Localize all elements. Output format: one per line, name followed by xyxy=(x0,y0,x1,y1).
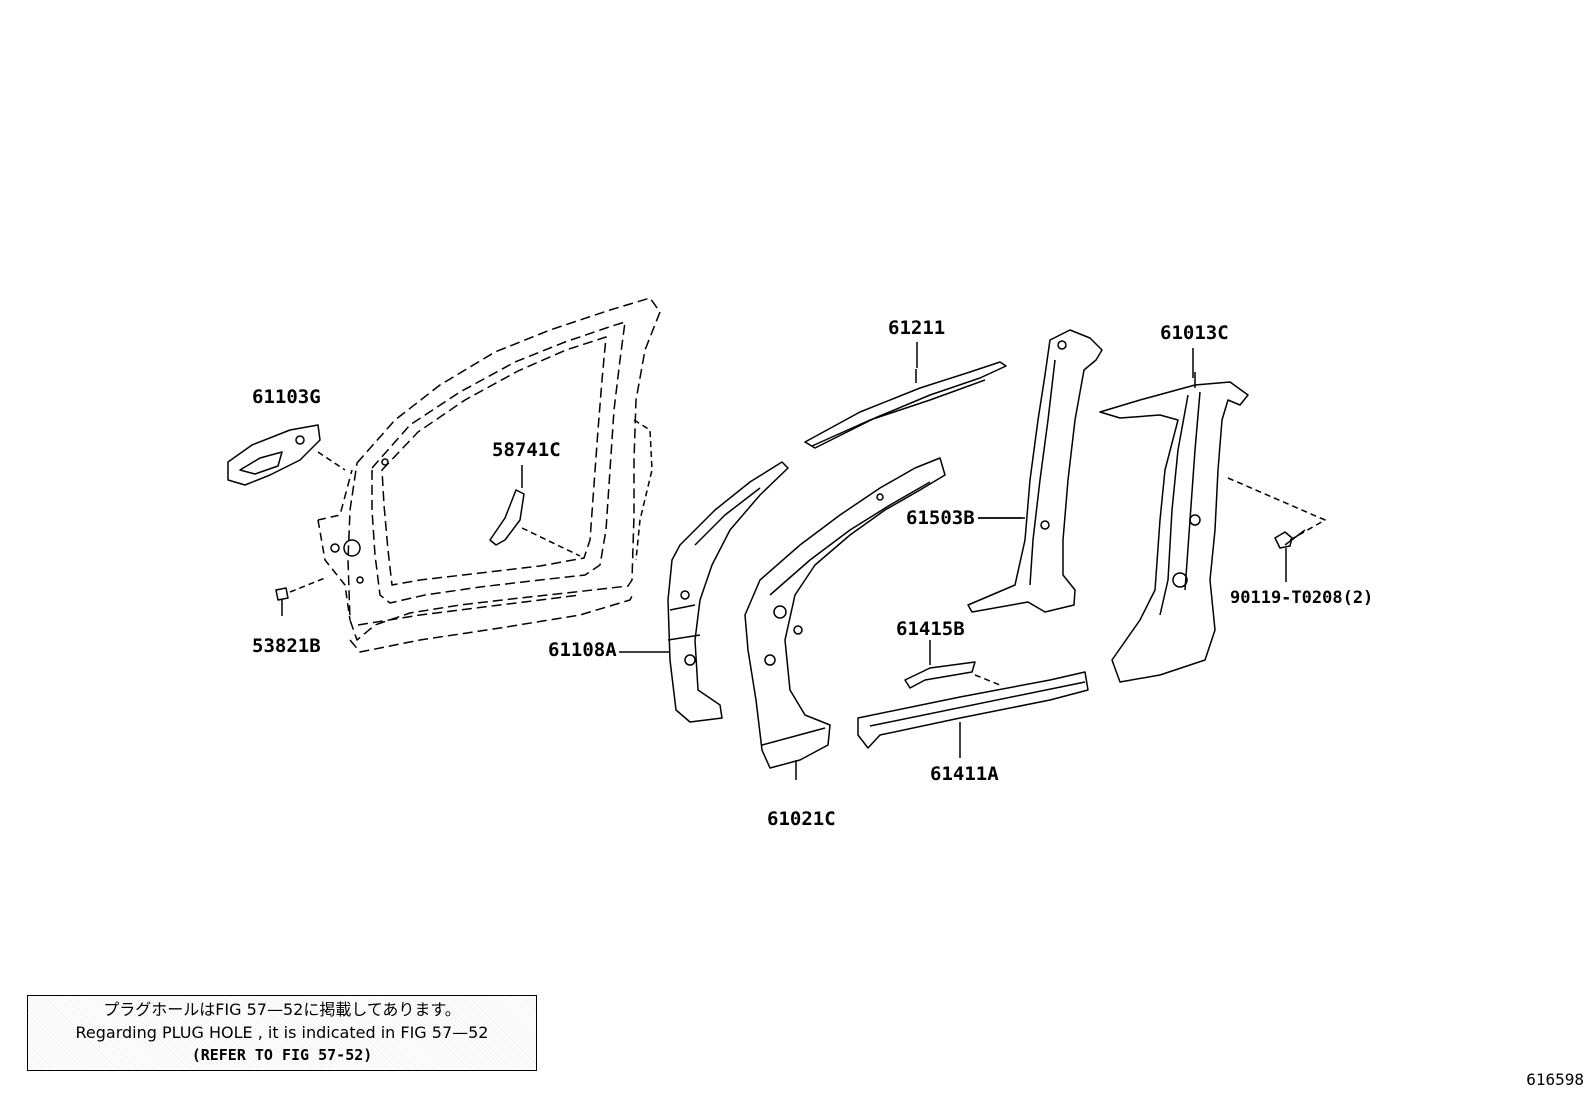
note-line-english: Regarding PLUG HOLE , it is indicated in… xyxy=(75,1023,489,1042)
label-61415B: 61415B xyxy=(896,618,965,640)
label-53821B: 53821B xyxy=(252,635,321,657)
part-61411A-rocker xyxy=(857,671,1089,758)
note-line-refer: (REFER TO FIG 57-52) xyxy=(191,1046,373,1064)
part-61415B-bracket xyxy=(904,640,1001,689)
label-61411A: 61411A xyxy=(930,763,999,785)
part-61021C-inner-panel xyxy=(744,457,946,780)
part-90119-bolt xyxy=(1274,529,1306,582)
label-58741C: 58741C xyxy=(492,439,561,461)
label-61103G: 61103G xyxy=(252,386,321,408)
part-61503B-b-pillar xyxy=(967,329,1103,613)
label-61108A: 61108A xyxy=(548,639,617,661)
figure-id: 616598 xyxy=(1526,1070,1584,1089)
plug-hole-note: プラグホールはFIG 57—52に掲載してあります。 Regarding PLU… xyxy=(27,995,537,1071)
part-61103G-bracket xyxy=(227,424,346,486)
part-61108A-pillar xyxy=(667,461,789,723)
label-61013C: 61013C xyxy=(1160,322,1229,344)
label-61503B: 61503B xyxy=(906,507,975,529)
part-labels: 61103G 58741C 53821B 61211 61108A 61021C… xyxy=(252,317,1373,830)
part-61211-roof-rail xyxy=(804,361,1007,449)
leader-lines xyxy=(521,342,1194,653)
part-61013C-quarter-inner xyxy=(1099,372,1326,683)
label-90119-T0208: 90119-T0208(2) xyxy=(1230,588,1373,608)
part-53821B-clip xyxy=(275,577,326,616)
side-outer-panel xyxy=(317,297,661,653)
note-line-japanese: プラグホールはFIG 57—52に掲載してあります。 xyxy=(103,1000,461,1019)
label-61211: 61211 xyxy=(888,317,945,339)
part-58741C-strip xyxy=(489,489,581,557)
label-61021C: 61021C xyxy=(767,808,836,830)
